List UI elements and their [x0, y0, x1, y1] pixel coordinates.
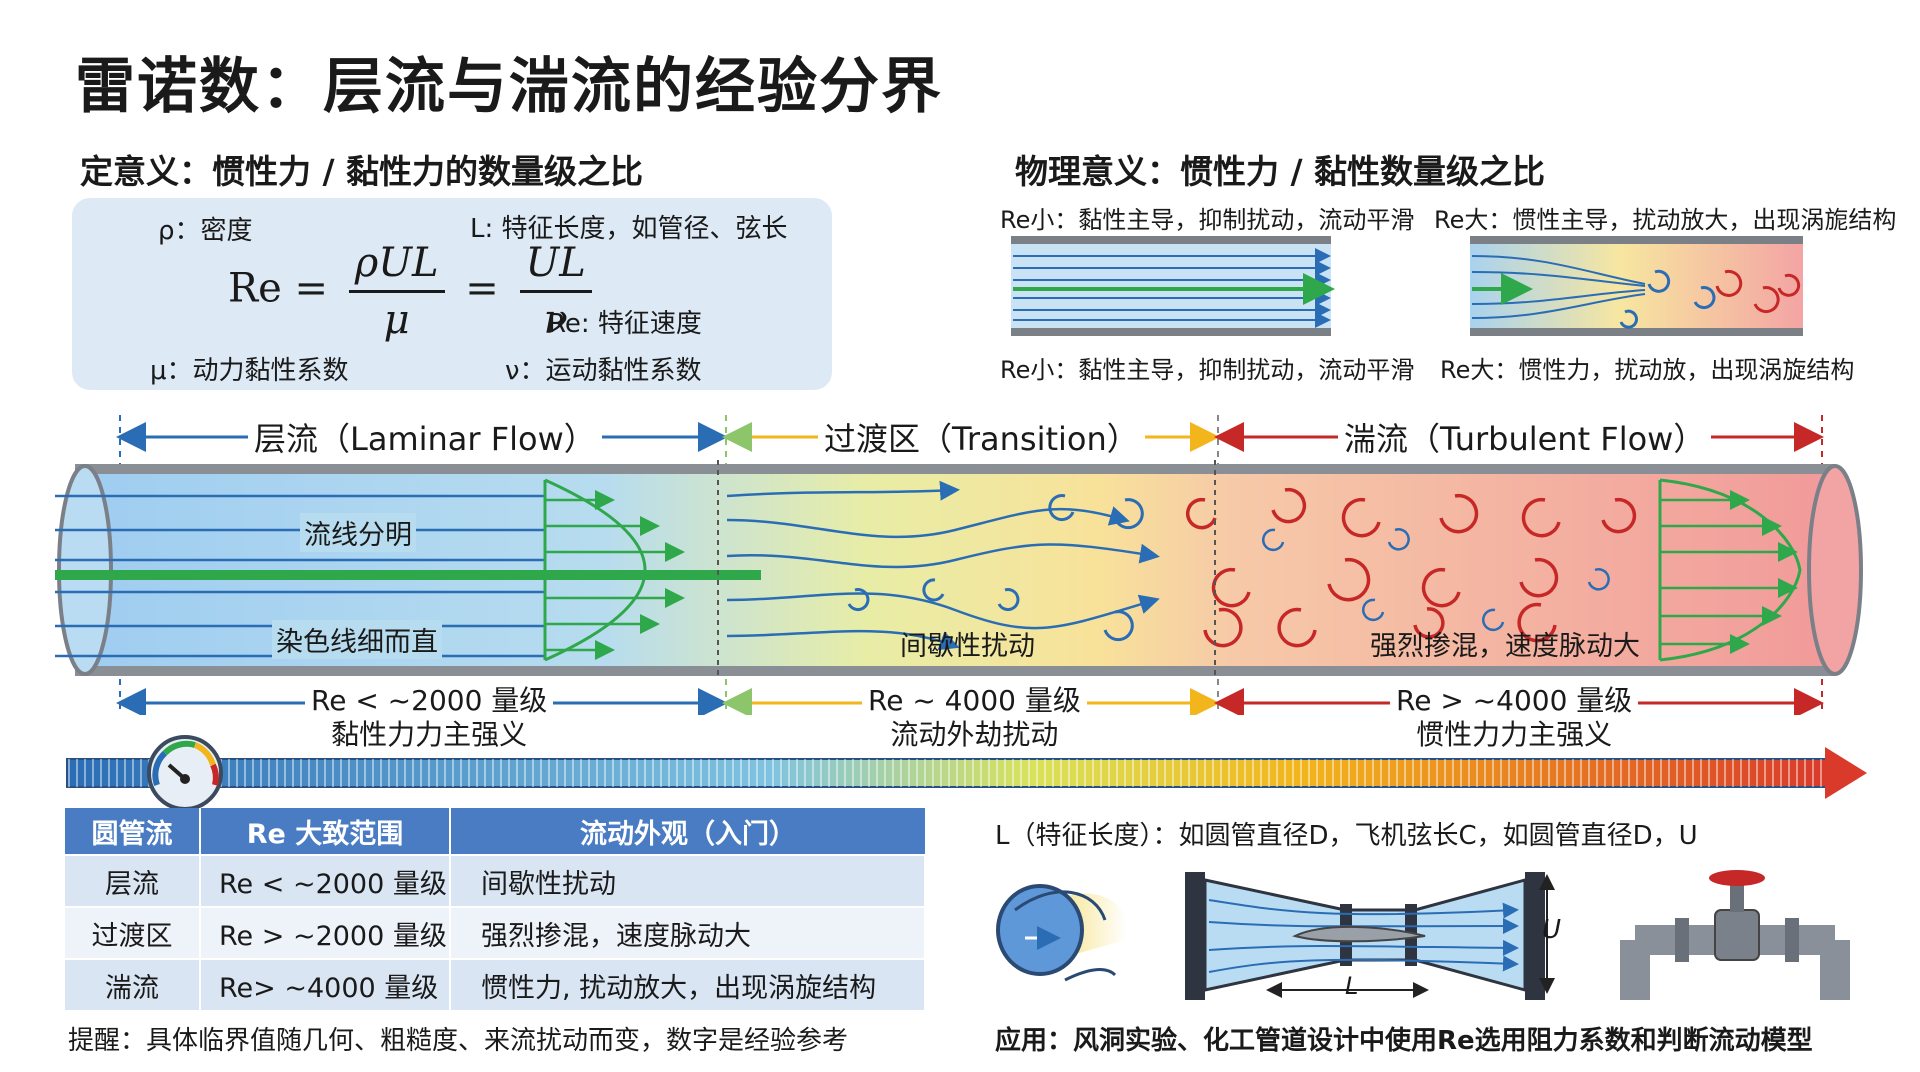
re-scale-bar: [66, 735, 1867, 810]
formula-equals: =: [465, 265, 499, 312]
gauge-icon: [147, 735, 223, 810]
tunnel-u-label: U: [1542, 915, 1562, 945]
table-cell: 层流: [65, 854, 201, 907]
valve-pipe-icon: [1620, 870, 1850, 1000]
rho-label: ρ：密度: [158, 216, 253, 246]
velocity-label: Re: 特征速度: [548, 309, 702, 339]
length-note: L（特征长度）：如圆管直径D，飞机弦长C，如圆管直径D，U: [995, 821, 1698, 851]
large-re-caption-bottom: Re大：惯性力，扰动放，出现涡旋结构: [1440, 356, 1855, 384]
applications-illustration: [996, 870, 1850, 1000]
table-cell: Re> ~4000 量级: [200, 958, 451, 1010]
table-row: 层流 Re < ~2000 量级 间歇性扰动: [65, 854, 926, 907]
fraction-dynamic: ρUL μ: [348, 240, 445, 343]
laminar-zone-label: 层流（Laminar Flow）: [248, 414, 602, 460]
formula-denominator-1: μ: [383, 297, 410, 343]
table-header: Re 大致范围: [200, 808, 451, 855]
application-note: 应用：风洞实验、化工管道设计中使用Re选用阻力系数和判断流动模型: [995, 1026, 1813, 1056]
table-header-row: 圆管流 Re 大致范围 流动外观（入门）: [65, 808, 925, 855]
turbulent-re-range: Re > ~4000 量级 惯性力力主强义: [1390, 684, 1639, 752]
re-range-table: 圆管流 Re 大致范围 流动外观（入门） 层流 Re < ~2000 量级 间歇…: [65, 808, 926, 1010]
table-header: 流动外观（入门）: [450, 808, 925, 855]
turbulent-re-value: Re > ~4000 量级: [1396, 684, 1633, 717]
reynolds-formula: Re = ρUL μ = UL ν: [228, 240, 600, 343]
dye-caption: 染色线细而直: [272, 620, 442, 659]
formula-numerator-1: ρUL: [348, 240, 445, 293]
nu-label: ν：运动黏性系数: [505, 356, 702, 386]
formula-numerator-2: UL: [519, 240, 592, 293]
physical-heading: 物理意义：惯性力 / 黏性数量级之比: [1015, 152, 1546, 191]
transition-re-value: Re ~ 4000 量级: [868, 684, 1081, 717]
tunnel-l-label: L: [1345, 972, 1359, 1000]
transition-re-desc: 流动外劫扰动: [890, 718, 1059, 751]
streamlines-caption: 流线分明: [300, 513, 416, 552]
table-cell: 过渡区: [65, 906, 201, 959]
definition-box: [72, 198, 832, 390]
intermittent-caption: 间歇性扰动: [900, 631, 1035, 662]
table-header: 圆管流: [65, 808, 201, 855]
laminar-re-desc: 黏性力力主强义: [331, 718, 528, 751]
cylinder-icon: [996, 884, 1127, 982]
table-cell: 惯性力, 扰动放大，出现涡旋结构: [450, 958, 926, 1010]
turbulent-mini-pipe: [1470, 236, 1803, 336]
definition-heading: 定意义：惯性力 / 黏性力的数量级之比: [80, 152, 644, 191]
table-row: 过渡区 Re > ~2000 量级 强烈掺混，速度脉动大: [65, 906, 926, 959]
transition-re-range: Re ~ 4000 量级 流动外劫扰动: [862, 684, 1087, 752]
fraction-kinematic: UL ν: [519, 240, 592, 343]
transition-zone-label: 过渡区（Transition）: [818, 414, 1145, 460]
small-re-caption-top: Re小：黏性主导，抑制扰动，流动平滑: [1000, 206, 1415, 234]
table-cell: Re > ~2000 量级: [200, 906, 451, 959]
turbulent-re-desc: 惯性力力主强义: [1416, 718, 1613, 751]
reminder-note: 提醒：具体临界值随几何、粗糙度、来流扰动而变，数字是经验参考: [68, 1026, 849, 1056]
formula-denominator-2: ν: [543, 297, 568, 343]
formula-lhs: Re =: [228, 265, 329, 312]
table-cell: 湍流: [65, 958, 201, 1010]
turbulent-zone-label: 湍流（Turbulent Flow）: [1338, 414, 1712, 460]
laminar-re-range: Re < ~2000 量级 黏性力力主强义: [305, 684, 554, 752]
small-re-caption-bottom: Re小：黏性主导，抑制扰动，流动平滑: [1000, 356, 1415, 384]
page-title: 雷诺数：层流与湍流的经验分界: [75, 52, 943, 122]
laminar-mini-pipe: [1011, 236, 1335, 336]
table-cell: 强烈掺混，速度脉动大: [450, 906, 926, 959]
mu-label: μ：动力黏性系数: [150, 356, 349, 386]
length-label: L: 特征长度，如管径、弦长: [470, 214, 788, 244]
mini-pipes-illustration: [1011, 236, 1803, 336]
laminar-re-value: Re < ~2000 量级: [311, 684, 548, 717]
laminar-velocity-profile: [543, 478, 647, 662]
table-row: 湍流 Re> ~4000 量级 惯性力, 扰动放大，出现涡旋结构: [65, 958, 926, 1010]
mixing-caption: 强烈掺混，速度脉动大: [1370, 631, 1640, 662]
large-re-caption-top: Re大：惯性主导，扰动放大，出现涡旎结构: [1434, 206, 1897, 234]
table-cell: 间歇性扰动: [450, 854, 926, 907]
table-cell: Re < ~2000 量级: [200, 854, 451, 907]
wind-tunnel-icon: [1185, 872, 1555, 1000]
